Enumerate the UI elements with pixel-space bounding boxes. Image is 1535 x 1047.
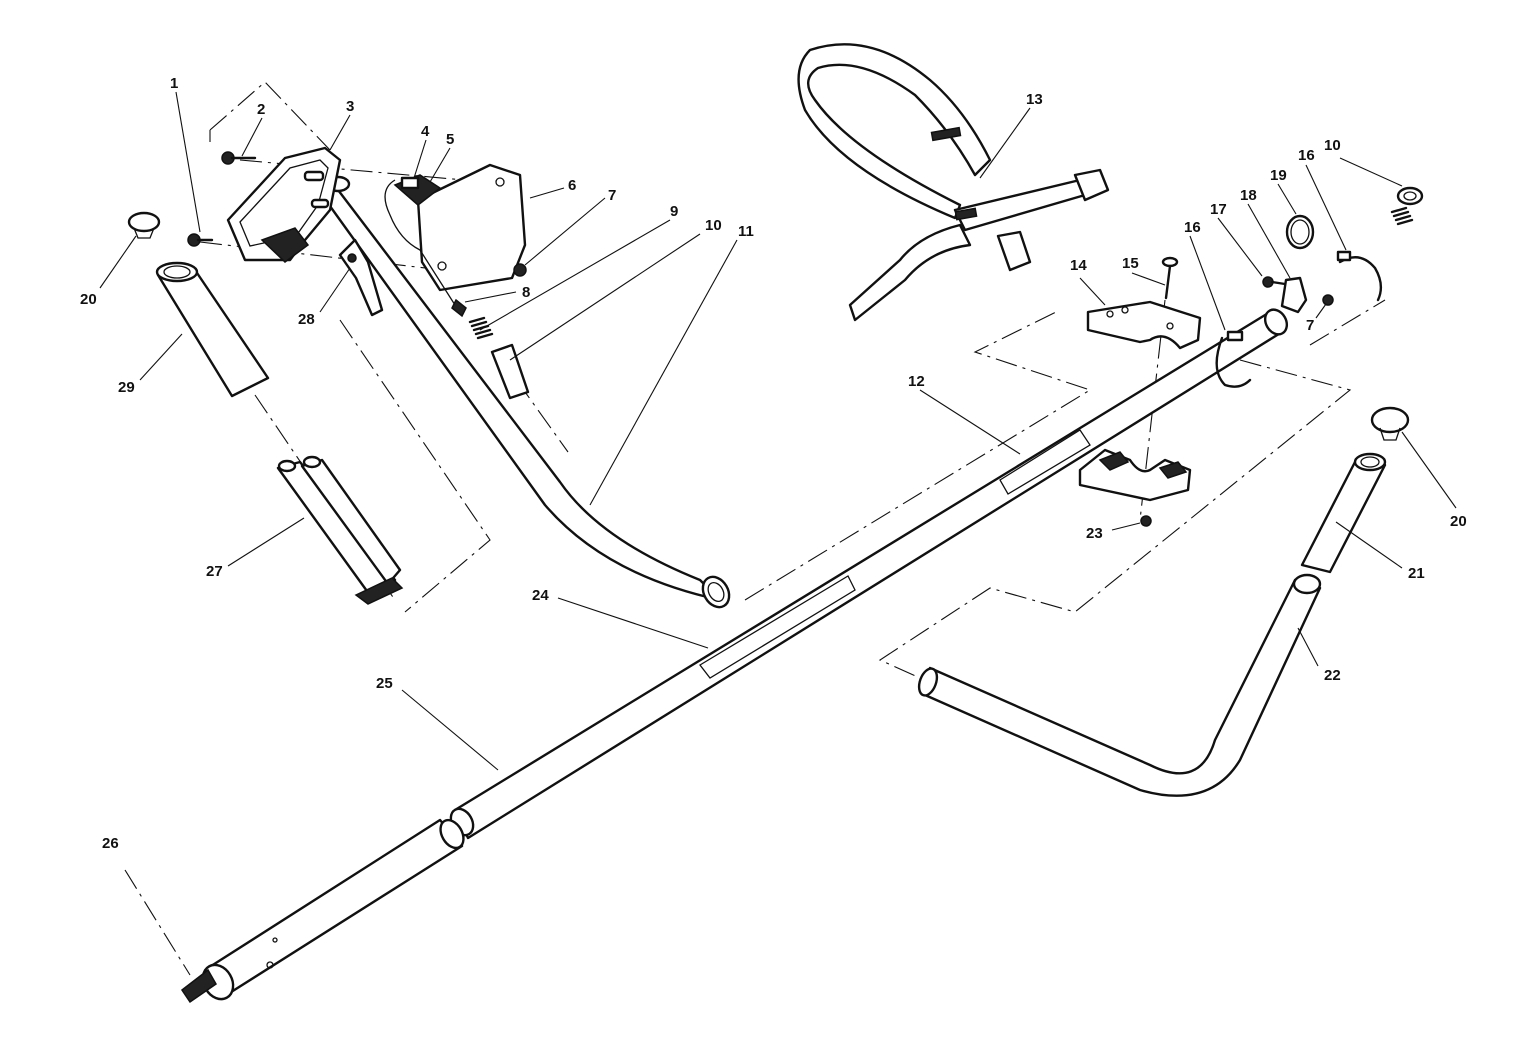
- band-clamp-16-right: [1336, 250, 1383, 302]
- switch-4-5: [384, 174, 456, 306]
- end-cap-20-left: [127, 211, 161, 239]
- callout-29: 29: [118, 379, 135, 396]
- screw-8: [451, 298, 467, 318]
- callout-9: 9: [670, 203, 678, 220]
- callout-24: 24: [532, 587, 549, 604]
- spring-10-right: [1390, 186, 1424, 226]
- spring-9: [468, 316, 494, 340]
- callout-23: 23: [1086, 525, 1103, 542]
- clamp-lower-23: [1078, 448, 1192, 502]
- drive-shaft-26: [180, 968, 217, 1004]
- callout-20-right: 20: [1450, 513, 1467, 530]
- nut-7-right: [1322, 294, 1334, 306]
- callout-21: 21: [1408, 565, 1425, 582]
- bracket-18: [1280, 276, 1308, 314]
- callout-12: 12: [908, 373, 925, 390]
- callout-7-left: 7: [608, 187, 616, 204]
- ring-19: [1285, 214, 1315, 250]
- screw-17: [1262, 276, 1287, 288]
- main-tube-12-24: [449, 308, 1289, 840]
- callout-27: 27: [206, 563, 223, 580]
- grip-21: [1300, 452, 1387, 574]
- sleeve-10-left: [490, 343, 530, 400]
- callout-18: 18: [1240, 187, 1257, 204]
- upper-tube-11: [320, 175, 731, 609]
- callouts: 1 2 3 4 5 6 7 8 9 10 11 12 13 14 15 16 1…: [80, 75, 1467, 852]
- callout-15: 15: [1122, 255, 1139, 272]
- callout-20-left: 20: [80, 291, 97, 308]
- clamp-upper-14: [1086, 300, 1202, 350]
- handle-bracket-27: [276, 455, 404, 605]
- callout-1: 1: [170, 75, 178, 92]
- bolt-15: [1161, 256, 1179, 300]
- callout-11: 11: [738, 223, 754, 240]
- callout-16-right: 16: [1298, 147, 1315, 164]
- housing-3: [226, 146, 342, 263]
- callout-16-center: 16: [1184, 219, 1201, 236]
- callout-17: 17: [1210, 201, 1227, 218]
- screw-2: [221, 151, 257, 165]
- callout-8: 8: [522, 284, 530, 301]
- band-clamp-16-center: [1215, 330, 1252, 388]
- callout-2: 2: [257, 101, 265, 118]
- grip-29: [155, 261, 270, 398]
- callout-3: 3: [346, 98, 354, 115]
- screw-1: [187, 233, 214, 247]
- callout-4: 4: [421, 123, 430, 140]
- callout-6: 6: [568, 177, 576, 194]
- lower-handle-22: [917, 573, 1322, 797]
- trigger-28: [338, 238, 384, 317]
- callout-28: 28: [298, 311, 315, 328]
- nut-7-left: [513, 263, 527, 277]
- callout-22: 22: [1324, 667, 1341, 684]
- callout-26: 26: [102, 835, 119, 852]
- callout-25: 25: [376, 675, 393, 692]
- callout-10-left: 10: [705, 217, 722, 234]
- callout-19: 19: [1270, 167, 1287, 184]
- callout-7-right: 7: [1306, 317, 1314, 334]
- housing-cover-6: [416, 163, 527, 292]
- leader-lines: [99, 91, 1457, 771]
- lower-tube-25: [201, 818, 465, 1001]
- nut-23: [1140, 515, 1152, 527]
- end-cap-20-right: [1370, 406, 1410, 441]
- callout-10-right: 10: [1324, 137, 1341, 154]
- callout-5: 5: [446, 131, 454, 148]
- callout-14: 14: [1070, 257, 1087, 274]
- callout-13: 13: [1026, 91, 1043, 108]
- harness-13: [797, 43, 1110, 322]
